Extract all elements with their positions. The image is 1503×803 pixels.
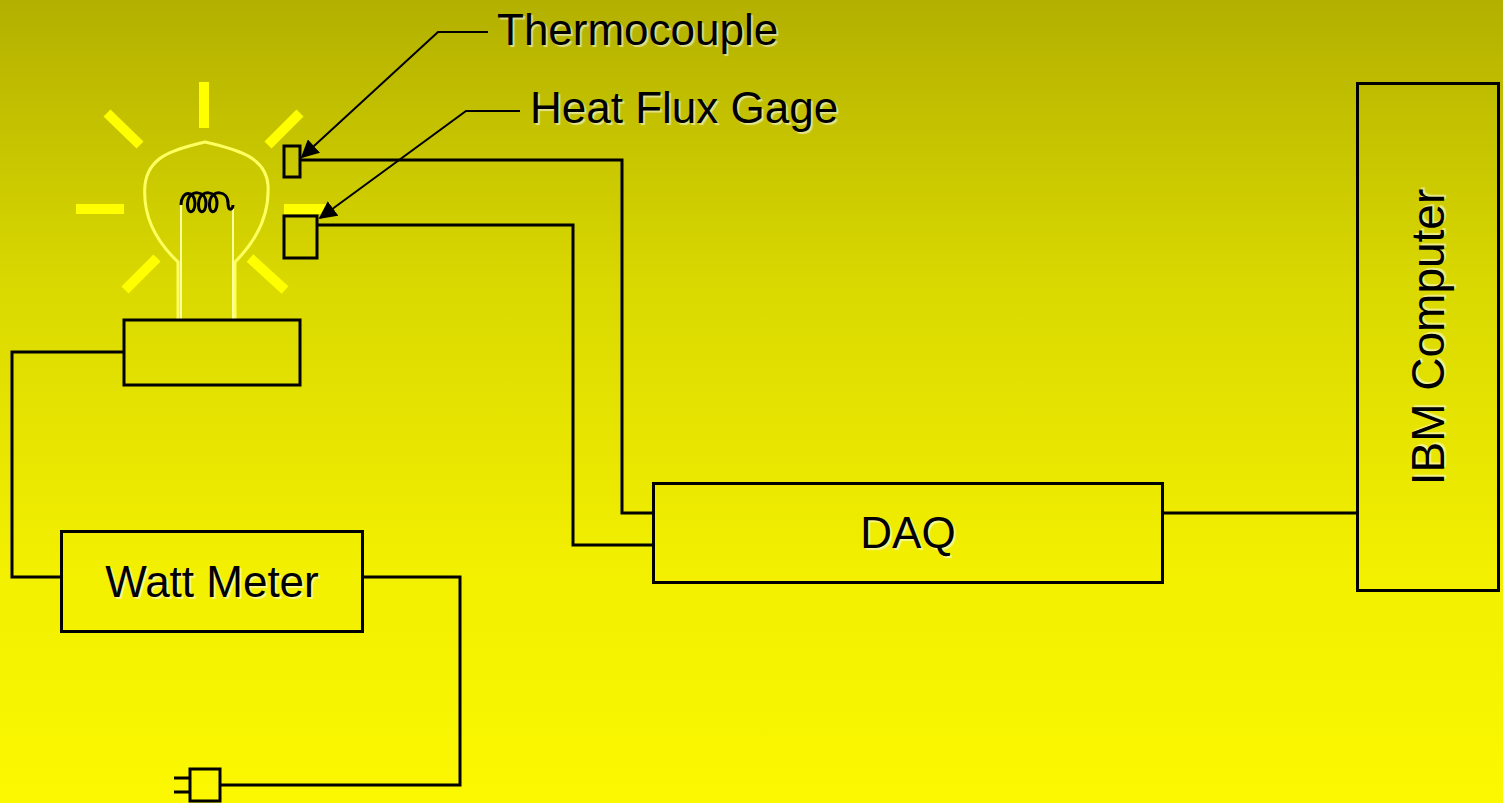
leader-lines bbox=[302, 32, 520, 218]
power-plug bbox=[174, 769, 220, 801]
wires bbox=[12, 160, 652, 785]
box-label: Watt Meter bbox=[105, 557, 319, 607]
callout-label: Heat Flux Gage bbox=[530, 83, 838, 133]
bulb-neck bbox=[181, 205, 233, 320]
filament-coil bbox=[181, 193, 233, 212]
meter-box: Watt Meter bbox=[60, 530, 364, 633]
heat-flux-gage-sensor bbox=[284, 216, 317, 258]
computer-box: IBM Computer bbox=[1356, 82, 1500, 592]
connector-wire bbox=[1164, 512, 1356, 515]
bulb-base bbox=[124, 320, 300, 385]
callout-label: Thermocouple bbox=[497, 5, 778, 55]
daq-box: DAQ bbox=[652, 482, 1164, 584]
light-rays bbox=[76, 82, 330, 290]
thermocouple-sensor bbox=[284, 146, 300, 177]
bulb-glass bbox=[145, 142, 268, 320]
box-label: DAQ bbox=[860, 508, 955, 558]
box-label: IBM Computer bbox=[1401, 189, 1455, 486]
